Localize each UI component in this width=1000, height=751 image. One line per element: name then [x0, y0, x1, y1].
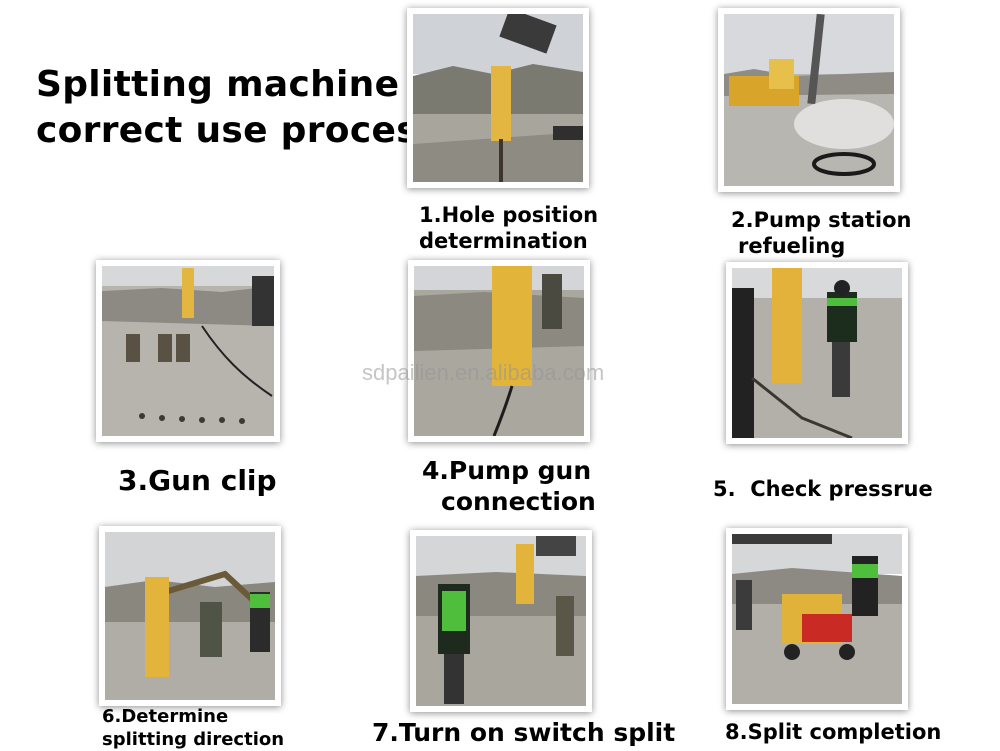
photo-pump-refueling: [718, 8, 900, 192]
title-line-2: correct use process: [36, 110, 440, 151]
title-line-1: Splitting machine: [36, 64, 400, 105]
photo-splitting-direction: [99, 526, 281, 706]
watermark: sdpailien.en.alibaba.com: [362, 360, 605, 385]
step-caption-7: 7.Turn on switch split: [372, 718, 676, 747]
page-title: Splitting machine correct use process: [36, 62, 440, 154]
photo-split-completion: [726, 528, 908, 710]
photo-hole-position: [407, 8, 589, 188]
step-caption-1: 1.Hole position determination: [419, 203, 599, 253]
photo-check-pressure: [726, 262, 908, 444]
step-caption-4: 4.Pump gun connection: [422, 456, 596, 516]
photo-pump-gun-connection: [408, 260, 590, 442]
photo-gun-clip: [96, 260, 280, 442]
step-caption-8: 8.Split completion: [725, 720, 942, 744]
step-caption-3: 3.Gun clip: [118, 464, 277, 497]
step-caption-2: 2.Pump station refueling: [731, 208, 912, 258]
step-caption-6: 6.Determine splitting direction: [102, 706, 285, 751]
step-caption-5: 5. Check pressrue: [713, 477, 933, 501]
photo-switch-split: [410, 530, 592, 712]
